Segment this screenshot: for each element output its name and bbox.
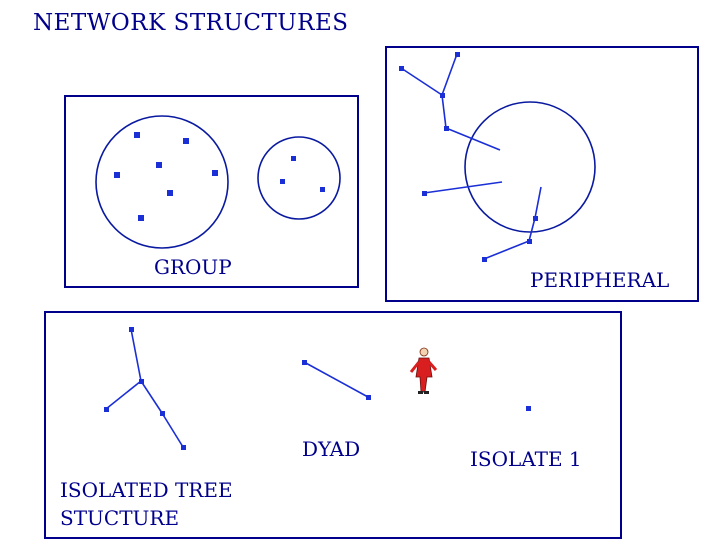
node (527, 239, 532, 244)
node (160, 411, 165, 416)
edge (304, 362, 368, 397)
isolate-label: ISOLATE 1 (470, 447, 582, 471)
edge (162, 413, 183, 447)
edge (131, 329, 141, 381)
node (114, 172, 120, 178)
edge (442, 54, 457, 95)
node (183, 138, 189, 144)
node (482, 257, 487, 262)
edge (106, 381, 141, 409)
node (156, 162, 162, 168)
node (422, 191, 427, 196)
node (366, 395, 371, 400)
isolated-tree-label-line2: STUCTURE (60, 504, 233, 532)
edge (401, 68, 442, 95)
node (129, 327, 134, 332)
red-person-figure-icon (411, 348, 436, 394)
node (291, 156, 296, 161)
edge (141, 381, 162, 413)
node (104, 407, 109, 412)
node (212, 170, 218, 176)
node (455, 52, 460, 57)
peripheral-label: PERIPHERAL (530, 268, 669, 292)
edge (484, 241, 529, 259)
node (134, 132, 140, 138)
isolated-tree-label-line1: ISOLATED TREE (60, 476, 233, 504)
edge (424, 182, 502, 193)
edge (535, 187, 541, 218)
node (302, 360, 307, 365)
isolate-node (526, 406, 531, 411)
edge (446, 128, 500, 150)
node (399, 66, 404, 71)
node (181, 445, 186, 450)
node (139, 379, 144, 384)
isolated-tree-label: ISOLATED TREE STUCTURE (60, 476, 233, 532)
group-circle-large (96, 116, 228, 248)
group-label: GROUP (154, 255, 232, 279)
node (440, 93, 445, 98)
node (138, 215, 144, 221)
dyad-label: DYAD (302, 437, 360, 461)
node (444, 126, 449, 131)
node (167, 190, 173, 196)
edge (529, 218, 535, 241)
node (280, 179, 285, 184)
node (533, 216, 538, 221)
node (320, 187, 325, 192)
group-circle-small (258, 137, 340, 219)
edge (442, 95, 446, 128)
peripheral-circle (465, 102, 595, 232)
